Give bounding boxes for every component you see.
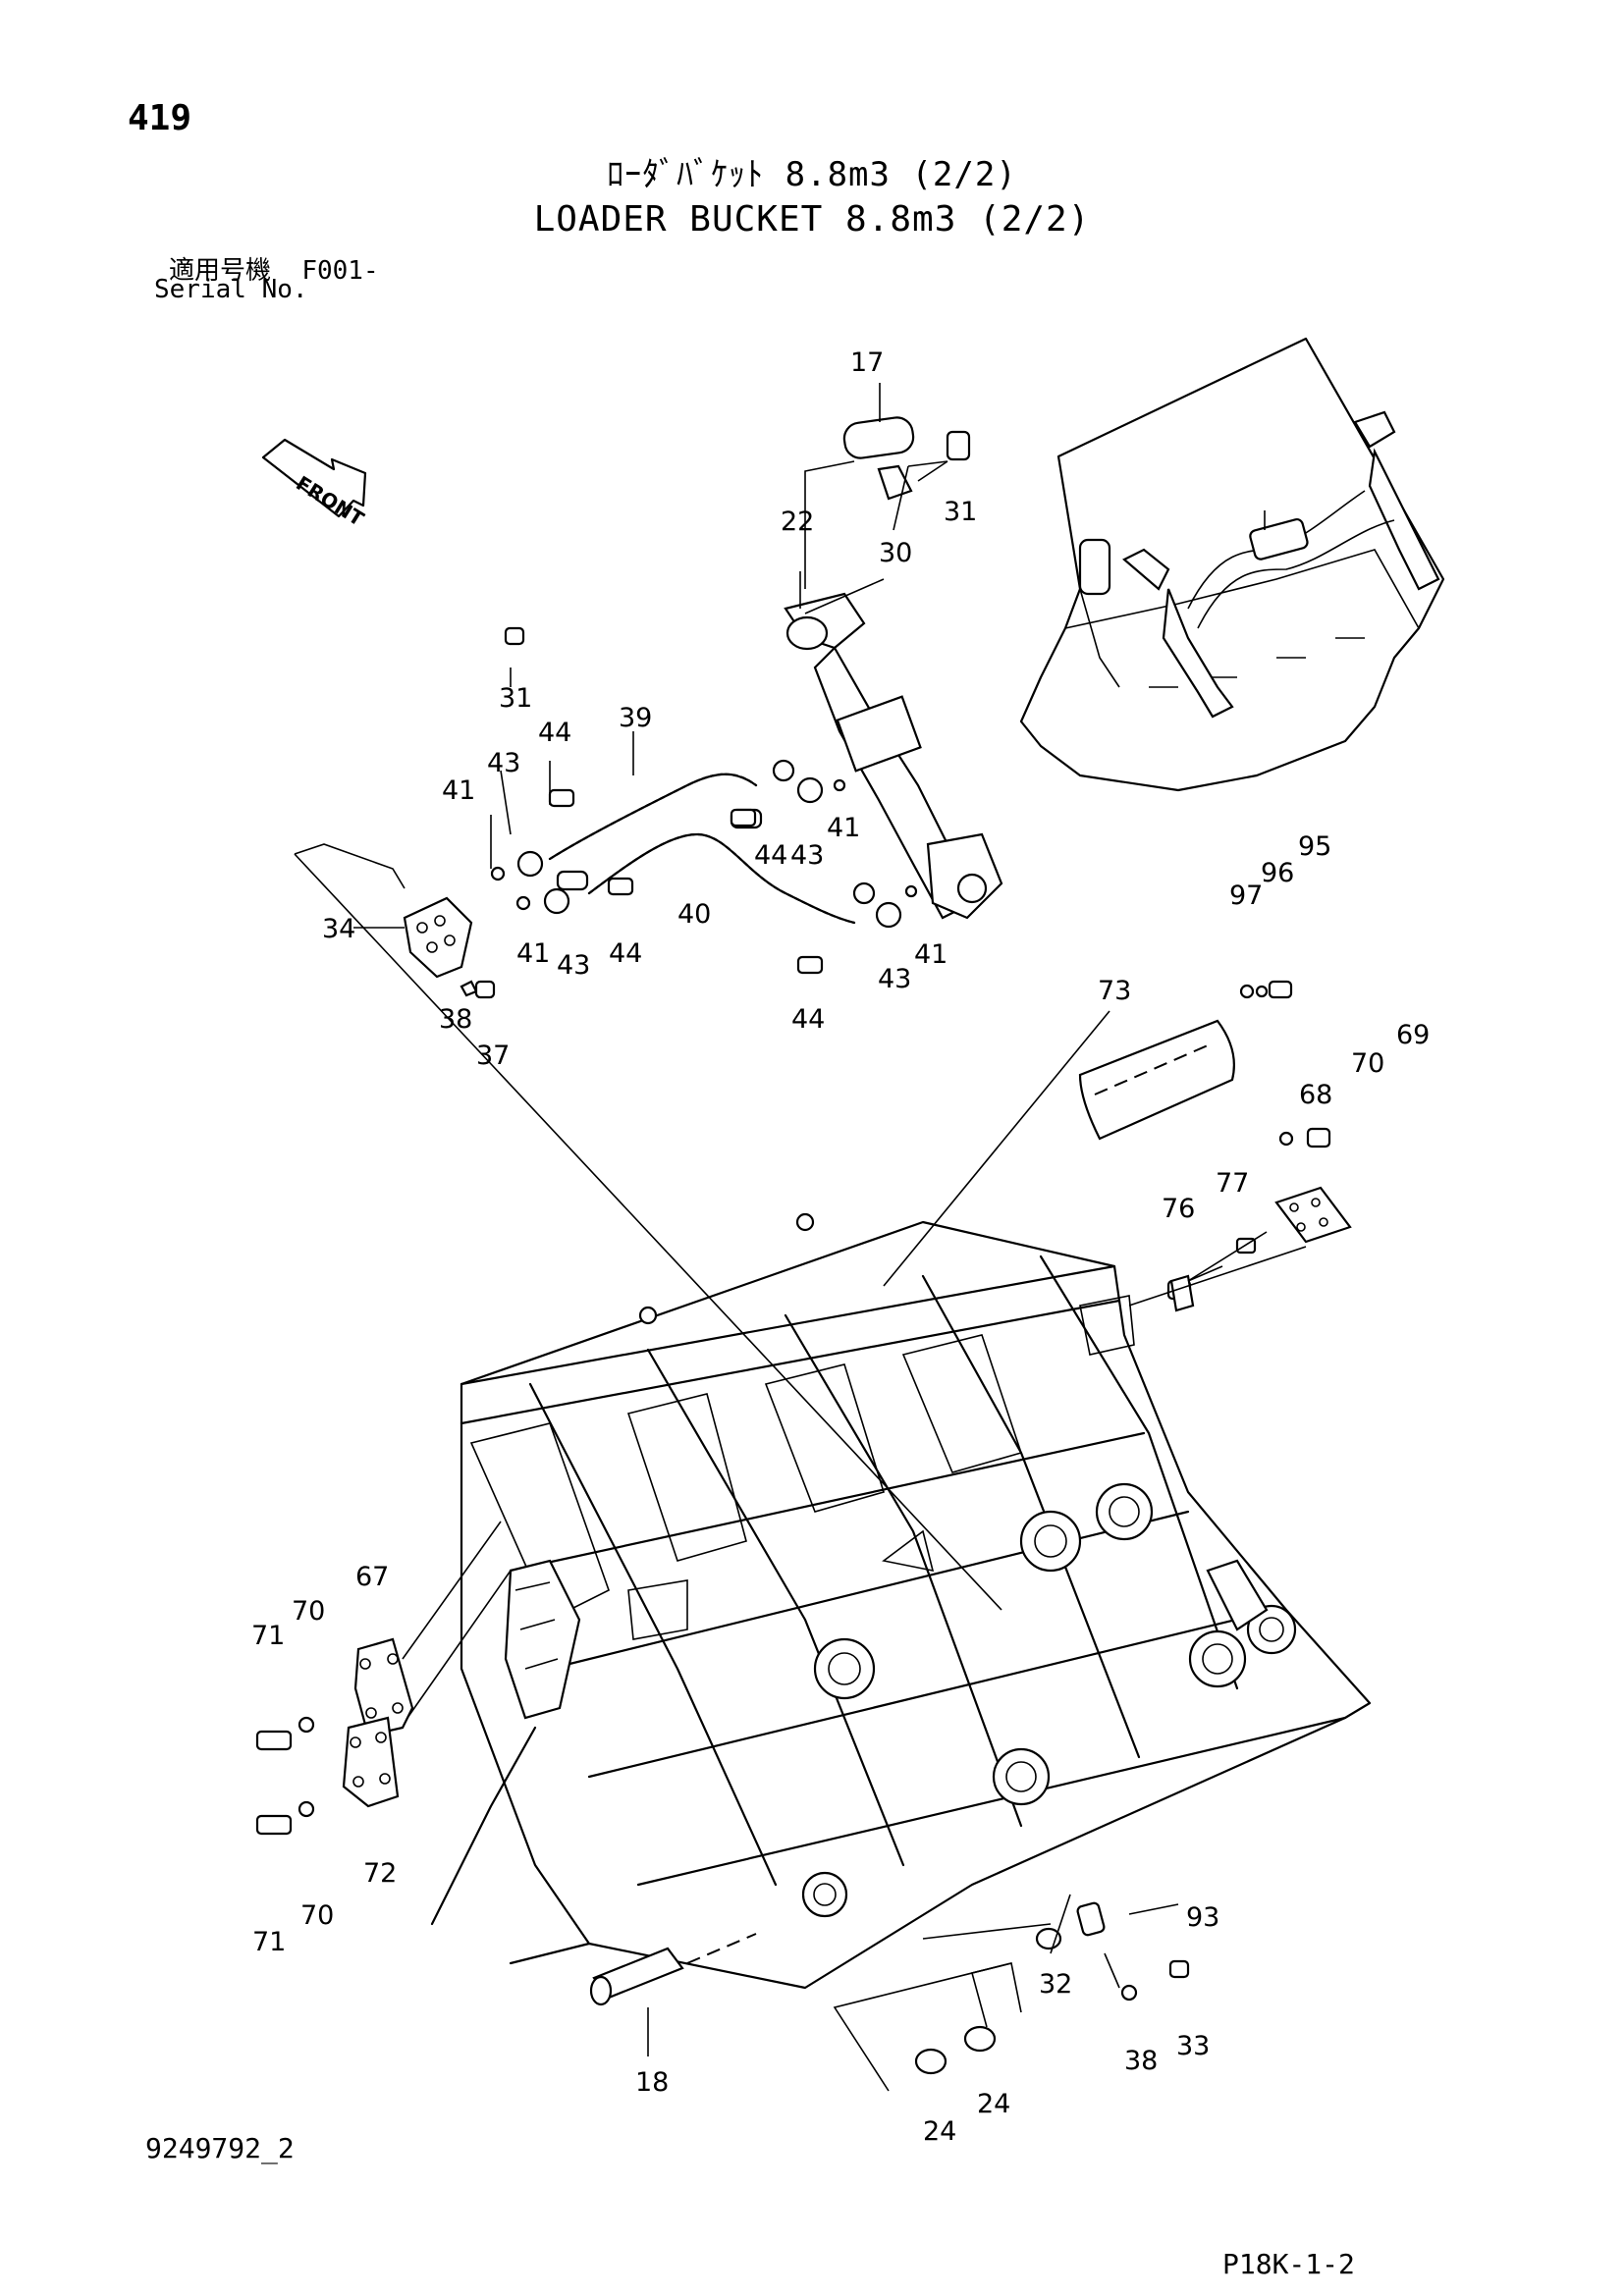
bucket-cylinder [784,416,1003,920]
part-label: 76 [1162,1194,1195,1224]
part-label: 44 [791,1004,825,1035]
serial-label-japanese: 適用号機 F001- [169,250,379,287]
part-label: 31 [944,497,977,527]
front-arrow-icon: FRONT [261,438,368,531]
part-label: 70 [292,1596,325,1627]
page-code: P18K-1-2 [1222,2248,1355,2280]
part-label: 73 [1098,976,1131,1006]
part-label: 33 [1176,2031,1210,2061]
page-title: LOADER BUCKET 8.8m3 (2/2) [533,199,1091,240]
part-label: 68 [1299,1080,1332,1110]
side-plates [255,1637,414,1836]
fittings [460,626,1331,1301]
part-label: 22 [781,507,814,537]
part-label: 71 [251,1621,285,1651]
inset-view [1019,337,1445,792]
document-code: 9249792_2 [145,2132,295,2164]
part-label: 24 [923,2116,956,2147]
bucket-body [430,1212,1372,1990]
part-label: 17 [850,347,884,378]
part-label: 97 [1229,881,1263,911]
part-label: 30 [879,538,912,568]
manifold-block [403,896,473,979]
part-number-labels: 17 31 22 30 31 39 44 43 41 34 38 37 43 4… [251,347,1430,2147]
part-label: 41 [442,775,475,806]
part-label: 70 [1351,1048,1384,1079]
part-label: 95 [1298,831,1331,862]
part-label: 44 [754,840,787,871]
front-label: FRONT [292,471,368,531]
part-label: 44 [538,718,571,748]
pins-and-bushings [589,1901,1190,2075]
part-label: 67 [355,1562,389,1592]
part-label: 43 [557,950,590,981]
part-label: 93 [1186,1902,1219,1933]
part-label: 18 [635,2067,669,2098]
serial-label-jp-text: 適用号機 [169,256,272,286]
part-label: 38 [439,1004,472,1035]
part-label: 44 [609,938,642,969]
part-label: 43 [790,840,824,871]
part-label: 34 [322,914,355,944]
part-label: 70 [300,1900,334,1931]
part-label: 72 [363,1858,397,1889]
leader-lines [294,383,1307,2092]
part-label: 41 [516,938,550,969]
part-label: 40 [677,899,711,930]
part-label: 37 [476,1041,510,1071]
serial-label-english: Serial No. [154,275,308,304]
part-label: 32 [1039,1969,1072,2000]
part-label: 69 [1396,1020,1430,1050]
part-label: 43 [878,964,911,994]
part-label: 38 [1124,2046,1158,2076]
part-label: 41 [827,813,860,843]
serial-value: F001- [301,256,379,286]
part-label: 31 [499,683,532,714]
part-label: 96 [1261,858,1294,888]
part-label: 77 [1216,1168,1249,1199]
part-label: 39 [619,703,652,733]
part-label: 71 [252,1927,286,1957]
page-number: 419 [128,98,192,138]
part-label: 43 [487,748,520,778]
title-japanese: ﾛｰﾀﾞﾊﾞｹｯﾄ 8.8m3 (2/2) [607,155,1017,194]
cover-plates [1078,1019,1352,1312]
part-label: 24 [977,2089,1010,2119]
part-label: 41 [914,939,947,970]
